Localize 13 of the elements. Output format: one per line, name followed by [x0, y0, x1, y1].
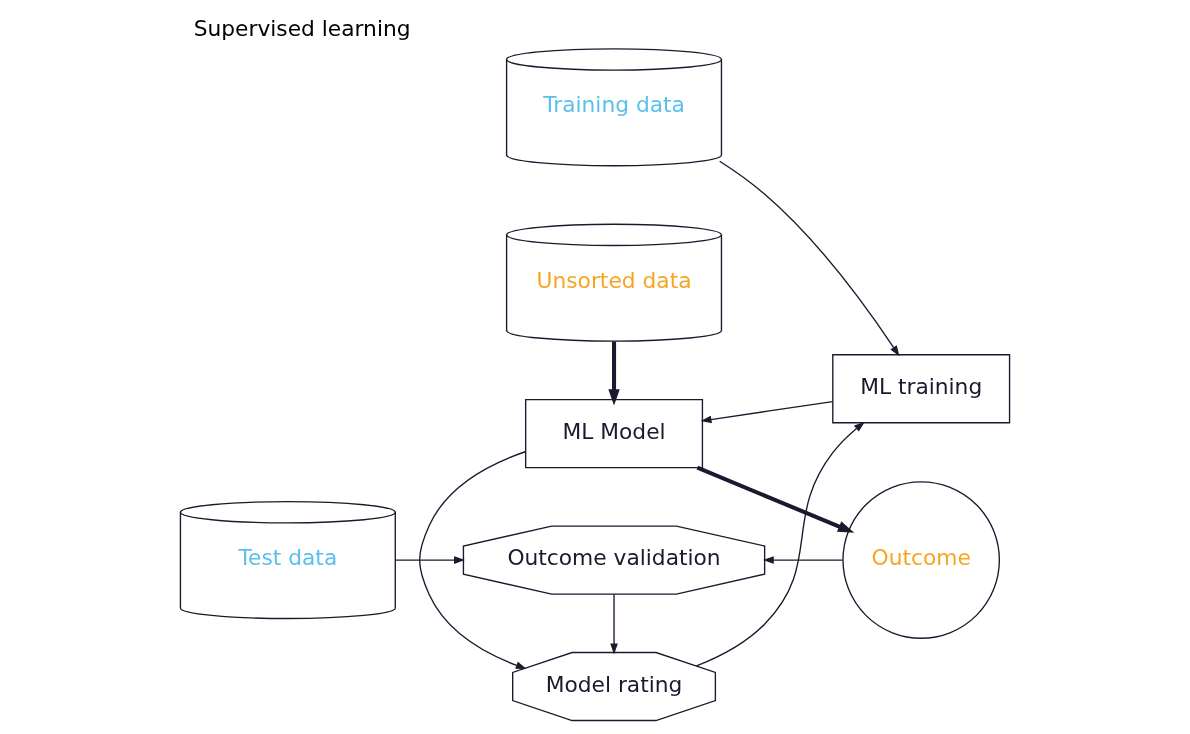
node-circle: Outcome — [842, 481, 1001, 639]
diagram-title: Supervised learning — [193, 16, 411, 42]
arrow — [762, 556, 844, 564]
arrow — [418, 451, 527, 669]
node-box: ML training — [832, 354, 1011, 424]
arrow — [610, 593, 618, 655]
arrow — [695, 421, 865, 667]
arrow — [719, 160, 900, 357]
arrow — [608, 341, 620, 406]
arrow — [696, 465, 855, 533]
arrow — [700, 400, 834, 424]
arrow — [394, 556, 465, 564]
node-box: ML Model — [524, 398, 704, 469]
